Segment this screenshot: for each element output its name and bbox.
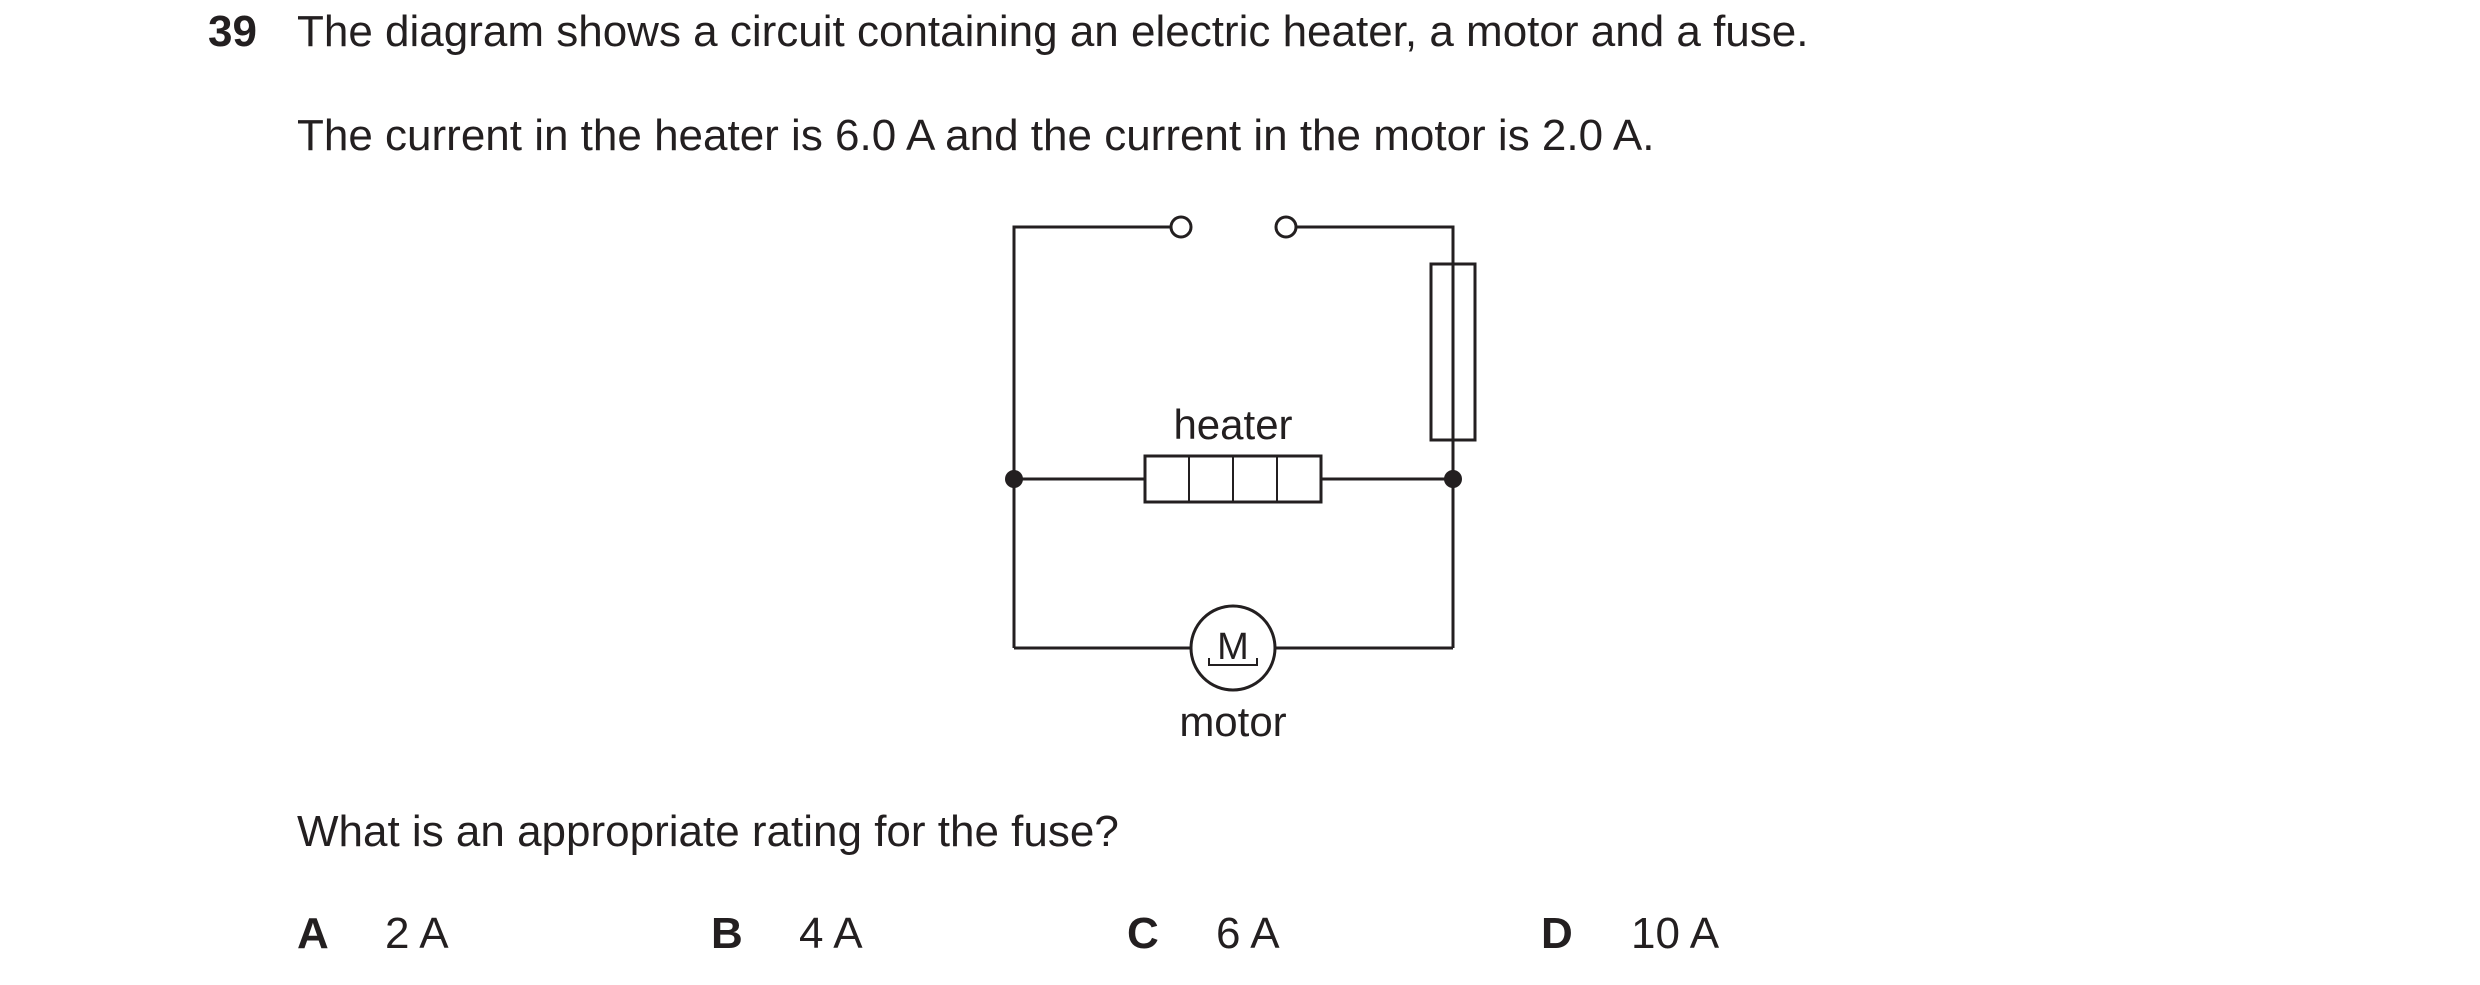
- terminal-left: [1169, 215, 1193, 239]
- option-b-letter[interactable]: B: [711, 909, 743, 958]
- option-c-letter[interactable]: C: [1127, 909, 1159, 958]
- junction-left: [1005, 470, 1023, 488]
- option-a-letter[interactable]: A: [297, 909, 329, 958]
- question-info: The current in the heater is 6.0 A and t…: [297, 111, 1655, 160]
- motor-symbol: M: [1189, 604, 1277, 692]
- option-c-value[interactable]: 6 A: [1216, 909, 1280, 958]
- junction-right: [1444, 470, 1462, 488]
- question-number: 39: [208, 7, 257, 56]
- heater-label: heater: [1173, 401, 1293, 448]
- motor-symbol-letter: M: [1217, 626, 1249, 668]
- heater-symbol: [1143, 454, 1323, 504]
- option-d-letter[interactable]: D: [1541, 909, 1573, 958]
- circuit-wires: [1012, 225, 1455, 650]
- option-d-value[interactable]: 10 A: [1631, 909, 1720, 958]
- motor-label: motor: [1179, 698, 1287, 745]
- wire-top-right: [1296, 225, 1455, 264]
- option-a-value[interactable]: 2 A: [385, 909, 449, 958]
- question-prompt: What is an appropriate rating for the fu…: [297, 807, 1119, 856]
- wire-top-left: [1012, 225, 1176, 479]
- question-intro: The diagram shows a circuit containing a…: [297, 7, 1809, 56]
- option-b-value[interactable]: 4 A: [799, 909, 863, 958]
- terminal-right: [1274, 215, 1298, 239]
